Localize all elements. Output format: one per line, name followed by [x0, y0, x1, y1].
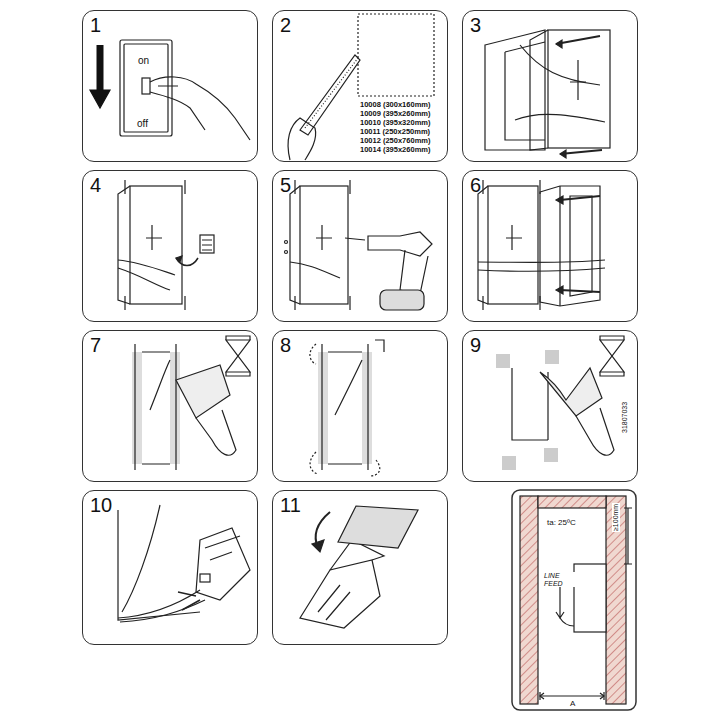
panel-10-art — [118, 505, 250, 622]
panel-3-art — [485, 30, 610, 158]
model-size: 10009 (395x260mm) — [360, 110, 430, 118]
clearance-dimension: ≥100mm — [612, 503, 620, 532]
step-number: 3 — [470, 14, 481, 36]
panel-5-art — [285, 180, 433, 310]
panel-7-art — [132, 336, 250, 470]
model-size: 10014 (395x260mm) — [360, 146, 430, 154]
model-size: 10008 (300x160mm) — [360, 101, 430, 109]
step-panel: 5 — [272, 170, 448, 322]
step-panel: 7 — [82, 330, 258, 482]
panel-1-art — [90, 40, 250, 140]
ambient-temperature: ta: 25ºC — [546, 519, 577, 528]
model-size: 10010 (395x320mm) — [360, 119, 430, 127]
step-number: 9 — [470, 334, 481, 356]
model-size: 10011 (250x250mm) — [360, 128, 430, 136]
document-code: 31807033 — [621, 402, 629, 433]
step-panel: 3 — [462, 10, 638, 162]
step-number: 10 — [90, 494, 112, 516]
step-number: 1 — [90, 14, 101, 36]
step-number: 6 — [470, 174, 481, 196]
step-number: 2 — [280, 14, 291, 36]
panel-2-art — [288, 14, 434, 160]
panel-6-art — [478, 180, 605, 310]
step-panel: 9 — [462, 330, 638, 482]
panel-8-art — [310, 340, 384, 476]
switch-label: off — [137, 118, 148, 129]
step-panel: 8 — [272, 330, 448, 482]
model-size: 10012 (250x760mm) — [360, 137, 430, 145]
step-panel: 10 — [82, 490, 258, 645]
step-number: 5 — [280, 174, 291, 196]
step-panel: 6 — [462, 170, 638, 322]
step-number: 8 — [280, 334, 291, 356]
panel-12-art — [512, 490, 636, 710]
step-panel: 4 — [82, 170, 258, 322]
step-number: 4 — [90, 174, 101, 196]
panel-9-art — [496, 336, 624, 470]
step-panel: 1 — [82, 10, 258, 162]
switch-label: on — [138, 55, 149, 66]
step-number: 7 — [90, 334, 101, 356]
step-number: 11 — [280, 494, 301, 516]
panel-4-art — [118, 180, 214, 310]
panel-11-art — [300, 506, 418, 628]
line-feed-label: LINE FEED — [543, 572, 575, 587]
dimension-label: A — [569, 700, 576, 709]
step-panel: 11 — [272, 490, 448, 645]
